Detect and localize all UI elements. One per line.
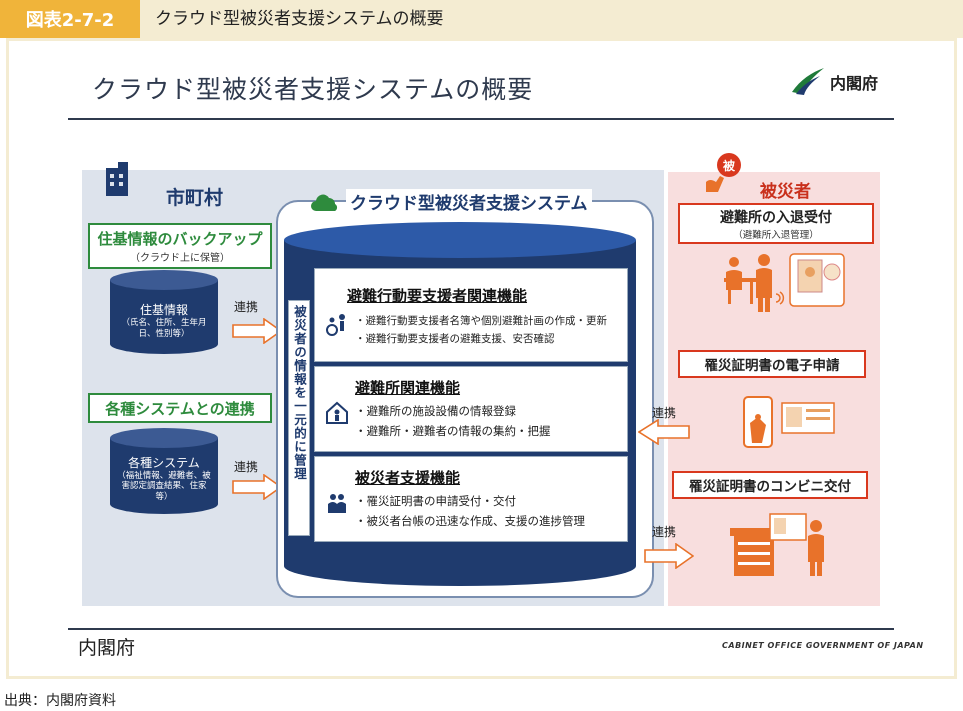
logo-text: 内閣府 [830, 74, 879, 93]
resident-database-icon [110, 270, 218, 354]
e-application-box: 罹災証明書の電子申請 [678, 350, 866, 378]
victim-person-icon [706, 176, 724, 192]
systems-database-label: 各種システム （福祉情報、避難者、被害認定調査結果、住家等） [108, 447, 220, 511]
function-item: ・避難所の施設設備の情報登録 [355, 404, 516, 418]
link-label-convenience: 連携 [652, 525, 677, 539]
victims-label: 被災者 [760, 182, 811, 202]
function-item: ・避難所・避難者の情報の集約・把握 [355, 424, 551, 438]
cabinet-office-logo-icon [792, 68, 824, 95]
title-divider [68, 118, 894, 120]
function-box-evacuation-support: 避難行動要支援者関連機能 ・避難行動要支援者名簿や個別避難計画の作成・更新 ・避… [314, 268, 628, 362]
slide-title: クラウド型被災者支援システムの概要 [92, 75, 534, 104]
municipality-label: 市町村 [166, 187, 224, 209]
building-icon [106, 162, 128, 196]
systems-db-title: 各種システム [128, 455, 200, 470]
resident-db-title: 住基情報 [139, 302, 188, 317]
function-box-shelter: 避難所関連機能 ・避難所の施設設備の情報登録 ・避難所・避難者の情報の集約・把握 [314, 366, 628, 452]
link-label-e-application: 連携 [652, 406, 677, 420]
backup-box: 住基情報のバックアップ （クラウド上に保管） [88, 223, 272, 269]
shelter-reception-title: 避難所の入退受付 [720, 209, 832, 226]
function-title: 避難所関連機能 [355, 379, 461, 397]
unified-management-label: 被災者の情報を一元的に管理 [288, 300, 310, 536]
arrow-right-icon [232, 318, 282, 344]
resident-database-label: 住基情報 （氏名、住所、生年月日、性別等） [108, 292, 220, 350]
arrow-left-icon [638, 419, 690, 445]
arrow-right-icon [644, 543, 694, 569]
systems-link-box: 各種システムとの連携 [88, 393, 272, 423]
link-label-resident: 連携 [234, 300, 259, 314]
footer-organization: 内閣府 [78, 637, 136, 659]
function-title: 被災者支援機能 [355, 469, 461, 487]
arrow-right-icon [232, 474, 282, 500]
figure-title: クラウド型被災者支援システムの概要 [155, 9, 444, 29]
function-title: 避難行動要支援者関連機能 [347, 287, 528, 305]
shelter-reception-subtitle: （避難所入退管理） [733, 229, 819, 241]
figure-header [0, 0, 963, 38]
shelter-house-icon [326, 401, 348, 424]
people-support-icon [328, 494, 346, 513]
wheelchair-helper-icon [326, 314, 345, 336]
function-item: ・避難行動要支援者名簿や個別避難計画の作成・更新 [355, 315, 607, 327]
backup-subtitle: （クラウド上に保管） [130, 253, 230, 264]
source-note: 出典：内閣府資料 [4, 693, 116, 709]
figure-number-tag: 図表2-7-2 [0, 0, 140, 38]
systems-db-subtitle: （福祉情報、避難者、被害認定調査結果、住家等） [117, 470, 211, 502]
function-item: ・罹災証明書の申請受付・交付 [355, 494, 516, 508]
multifunction-copier-illustration [730, 513, 824, 576]
function-item: ・被災者台帳の迅速な作成、支援の進捗管理 [355, 514, 585, 528]
shelter-reception-box: 避難所の入退受付 （避難所入退管理） [678, 203, 874, 244]
footer-divider [68, 628, 894, 630]
footer-english-name: CABINET OFFICE GOVERNMENT OF JAPAN [722, 641, 924, 650]
backup-title: 住基情報のバックアップ [97, 230, 263, 248]
shelter-reception-illustration [724, 253, 845, 312]
function-box-victim-support: 被災者支援機能 ・罹災証明書の申請受付・交付 ・被災者台帳の迅速な作成、支援の進… [314, 456, 628, 542]
cloud-system-title: クラウド型被災者支援システム [346, 189, 592, 214]
convenience-store-issuance-box: 罹災証明書のコンビニ交付 [672, 471, 868, 499]
cloud-icon [311, 194, 338, 211]
resident-db-subtitle: （氏名、住所、生年月日、性別等） [121, 317, 207, 339]
systems-database-icon [110, 428, 218, 514]
victim-badge: 被 [717, 153, 741, 177]
smartphone-application-illustration [743, 396, 835, 448]
function-item: ・避難行動要支援者の避難支援、安否確認 [355, 333, 555, 345]
link-label-systems: 連携 [234, 460, 259, 474]
